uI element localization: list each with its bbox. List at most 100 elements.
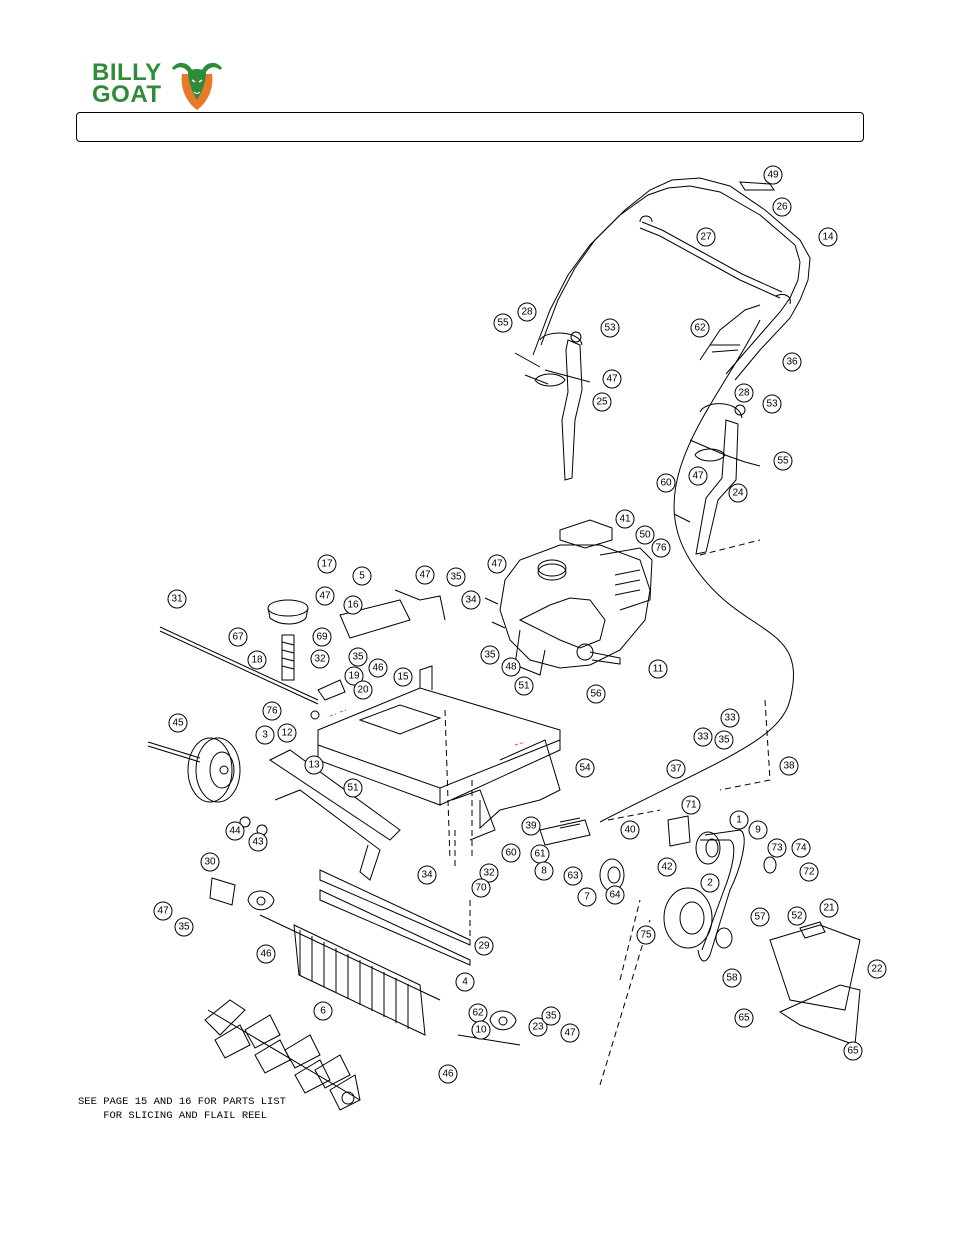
- callout-46: 46: [438, 1064, 458, 1084]
- callout-circle: [248, 832, 268, 852]
- callout-74: 74: [791, 838, 811, 858]
- callout-circle: [700, 873, 720, 893]
- reel-assembly-drawing: [209, 869, 521, 1046]
- callout-50: 50: [635, 525, 655, 545]
- callout-number: 47: [419, 570, 431, 581]
- callout-number: 47: [491, 559, 503, 570]
- callout-circle: [313, 1001, 333, 1021]
- callout-number: 25: [596, 397, 608, 408]
- callout-number: 29: [478, 941, 490, 952]
- callout-circle: [605, 885, 625, 905]
- callout-circle: [348, 647, 368, 667]
- callout-49: 49: [763, 165, 783, 185]
- callout-number: 50: [639, 530, 651, 541]
- callout-51: 51: [343, 778, 363, 798]
- callout-number: 51: [518, 681, 530, 692]
- callout-1: 1: [729, 810, 749, 830]
- callout-circle: [479, 863, 499, 883]
- callout-70: 70: [471, 878, 491, 898]
- pulley-belt-drawing: [539, 815, 777, 962]
- callout-35: 35: [446, 567, 466, 587]
- callout-circle: [517, 302, 537, 322]
- callout-number: 4: [462, 977, 468, 988]
- callout-number: 14: [822, 232, 834, 243]
- callout-number: 52: [791, 911, 803, 922]
- callout-number: 6: [320, 1006, 326, 1017]
- callout-number: 2: [707, 878, 713, 889]
- callout-number: 27: [700, 232, 712, 243]
- callout-number: 16: [347, 600, 359, 611]
- callout-15: 15: [393, 667, 413, 687]
- callout-33: 33: [720, 708, 740, 728]
- callout-circle: [471, 1020, 491, 1040]
- callout-number: 60: [660, 478, 672, 489]
- callout-number: 23: [532, 1022, 544, 1033]
- belt-guard-drawing: [769, 921, 861, 1046]
- callout-36: 36: [782, 352, 802, 372]
- callout-circle: [417, 865, 437, 885]
- callout-number: 15: [397, 672, 409, 683]
- callout-circle: [748, 820, 768, 840]
- callout-number: 34: [421, 870, 433, 881]
- callout-number: 35: [450, 572, 462, 583]
- callout-25: 25: [592, 392, 612, 412]
- callout-number: 46: [442, 1069, 454, 1080]
- callout-number: 26: [776, 202, 788, 213]
- callout-47: 47: [315, 586, 335, 606]
- callout-19: 19: [344, 666, 364, 686]
- callout-circle: [577, 887, 597, 907]
- callout-5: 5: [352, 566, 372, 586]
- callout-number: 47: [692, 471, 704, 482]
- callout-circle: [521, 816, 541, 836]
- callout-number: 60: [505, 848, 517, 859]
- callout-circle: [635, 525, 655, 545]
- callout-63: 63: [563, 866, 583, 886]
- callout-number: 33: [724, 713, 736, 724]
- callout-number: 20: [357, 685, 369, 696]
- callout-54: 54: [575, 758, 595, 778]
- callout-31: 31: [167, 589, 187, 609]
- callout-number: 13: [308, 760, 320, 771]
- callout-circle: [514, 676, 534, 696]
- callout-number: 70: [475, 883, 487, 894]
- callout-number: 31: [171, 594, 183, 605]
- callout-20: 20: [353, 680, 373, 700]
- engine-drawing: [484, 519, 653, 676]
- callout-circle: [493, 313, 513, 333]
- callout-circle: [600, 318, 620, 338]
- callout-number: 75: [640, 930, 652, 941]
- callout-47: 47: [487, 554, 507, 574]
- callout-number: 38: [783, 761, 795, 772]
- callout-circle: [767, 838, 787, 858]
- callout-number: 47: [319, 591, 331, 602]
- callout-circle: [762, 394, 782, 414]
- goat-head-icon: [172, 62, 222, 110]
- callout-circle: [693, 727, 713, 747]
- callout-28: 28: [734, 383, 754, 403]
- callout-75: 75: [636, 925, 656, 945]
- callout-42: 42: [657, 857, 677, 877]
- callout-number: 8: [541, 866, 547, 877]
- callout-39: 39: [521, 816, 541, 836]
- callout-circle: [681, 795, 701, 815]
- callout-4: 4: [455, 972, 475, 992]
- callout-41: 41: [615, 509, 635, 529]
- callout-circle: [455, 972, 475, 992]
- callout-circle: [312, 627, 332, 647]
- callout-number: 53: [604, 323, 616, 334]
- callout-number: 73: [771, 843, 783, 854]
- callout-10: 10: [471, 1020, 491, 1040]
- callout-71: 71: [681, 795, 701, 815]
- callout-circle: [317, 554, 337, 574]
- callout-circle: [200, 852, 220, 872]
- callout-circle: [480, 645, 500, 665]
- callout-35: 35: [348, 647, 368, 667]
- callout-56: 56: [586, 684, 606, 704]
- callout-circle: [728, 483, 748, 503]
- callout-60: 60: [501, 843, 521, 863]
- callout-47: 47: [153, 901, 173, 921]
- callout-number: 58: [726, 973, 738, 984]
- callout-circle: [256, 944, 276, 964]
- callout-circle: [528, 1017, 548, 1037]
- callout-number: 48: [505, 662, 517, 673]
